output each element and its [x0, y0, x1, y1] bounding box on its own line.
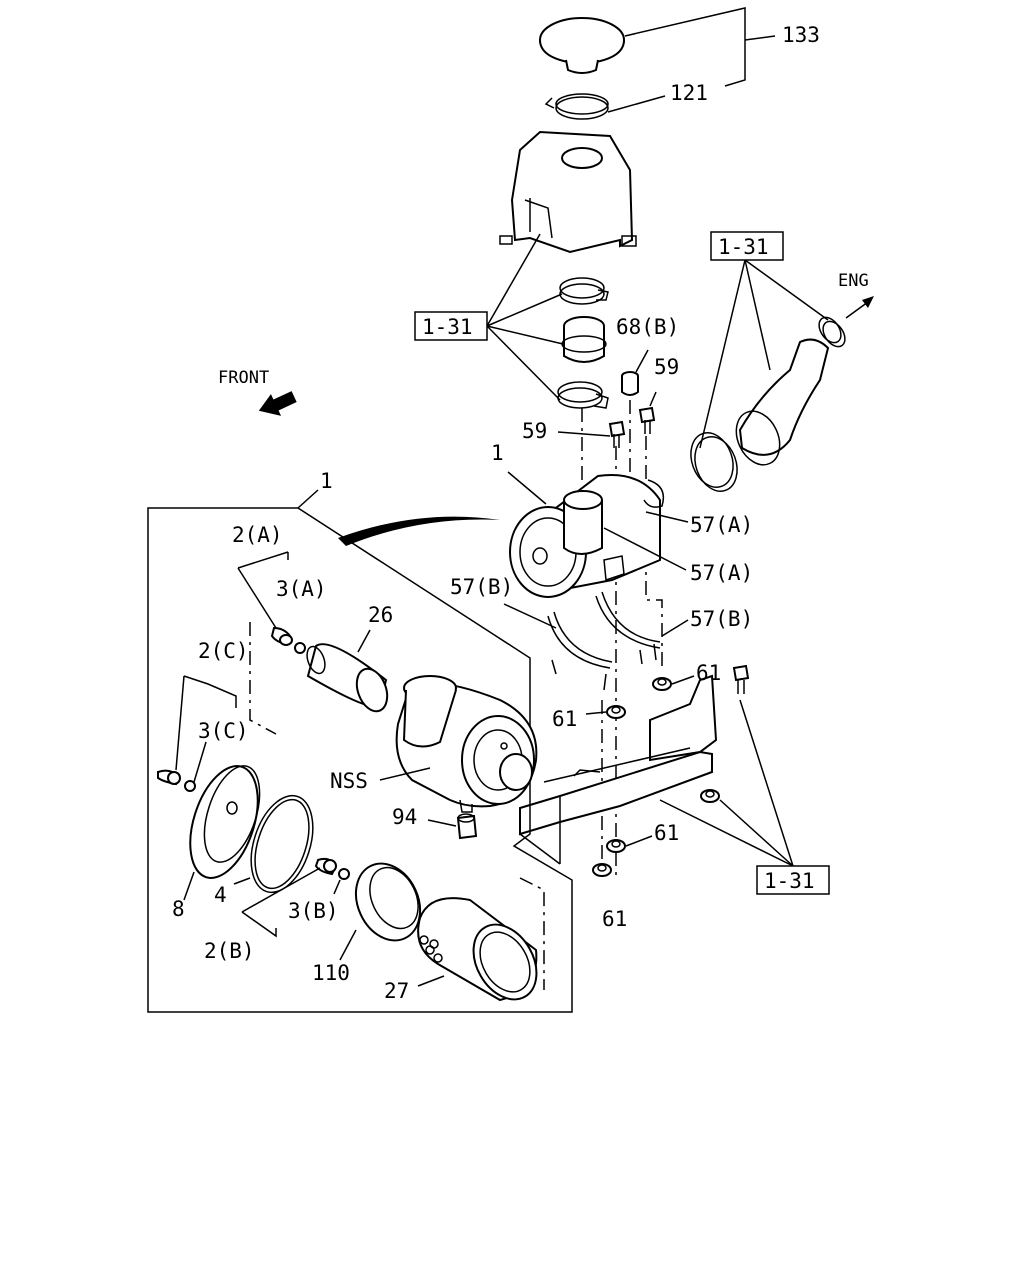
callout-8: 8 [172, 897, 185, 921]
eng-label: ENG [838, 271, 869, 291]
nut-61-b [606, 705, 626, 719]
callout-121: 121 [670, 81, 708, 105]
ring-110 [354, 862, 422, 942]
callout-61-bottom: 61 [602, 907, 627, 931]
intake-duct-housing [499, 130, 637, 254]
ref-label-right-top: 1-31 [718, 235, 769, 259]
nut-61-a [652, 677, 672, 691]
callout-133: 133 [782, 23, 820, 47]
rain-cap-part [539, 17, 625, 74]
callout-57b-left: 57(B) [450, 575, 513, 599]
callout-3c: 3(C) [198, 719, 249, 743]
callout-57a-lower: 57(A) [690, 561, 753, 585]
wing-nut-2c [157, 769, 181, 786]
ref-box-left [414, 311, 488, 341]
callout-1-upper: 1 [491, 441, 504, 465]
gasket-4 [250, 794, 314, 894]
band-57b-right [595, 591, 661, 665]
valve-94 [456, 813, 478, 840]
air-cleaner-assembly [509, 474, 665, 598]
exploded-view-frame [147, 507, 573, 1013]
bolt-right-bracket [732, 664, 750, 694]
air-cleaner-body-nss [395, 675, 538, 813]
callout-1-box: 1 [320, 469, 333, 493]
clamp-121-part [544, 93, 609, 120]
wing-nut-2a [270, 626, 293, 646]
cover-8 [189, 765, 261, 879]
callout-94: 94 [392, 805, 417, 829]
callout-59-left: 59 [522, 419, 547, 443]
callout-57a-upper: 57(A) [690, 513, 753, 537]
washer-3b [338, 868, 350, 880]
callout-26: 26 [368, 603, 393, 627]
bolt-59-right [638, 406, 656, 434]
callout-61-right: 61 [696, 661, 721, 685]
callout-2a: 2(A) [232, 523, 283, 547]
eng-clamp-large [690, 432, 738, 492]
callout-3a: 3(A) [276, 577, 327, 601]
callout-2b: 2(B) [204, 939, 255, 963]
eng-arrow-icon [845, 296, 874, 319]
callout-27: 27 [384, 979, 409, 1003]
callout-61-lower: 61 [654, 821, 679, 845]
mounting-bracket [519, 674, 718, 865]
cap-68b-part [621, 371, 639, 396]
callout-61-left: 61 [552, 707, 577, 731]
bolt-59-left [608, 420, 626, 448]
ref-label-right-bottom: 1-31 [764, 869, 815, 893]
callout-2c: 2(C) [198, 639, 249, 663]
nut-61-d [592, 863, 612, 877]
safety-element-26 [306, 643, 389, 713]
ref-box-right-top [710, 231, 784, 261]
nut-61-e [700, 789, 720, 803]
washer-3a [294, 642, 306, 654]
filter-element-27 [417, 897, 538, 1002]
hose-clamp-lower [557, 381, 609, 409]
wing-nut-2b [314, 857, 338, 876]
eng-duct-hose [735, 338, 830, 466]
band-57b-left [547, 611, 613, 691]
callout-4: 4 [214, 883, 227, 907]
nut-61-c [606, 839, 626, 853]
front-label: FRONT [218, 368, 269, 388]
callout-59-right: 59 [654, 355, 679, 379]
ref-label-left: 1-31 [422, 315, 473, 339]
callout-3b: 3(B) [288, 899, 339, 923]
hose-coupler [561, 316, 607, 363]
eng-clamp-small [818, 316, 846, 348]
washer-3c [184, 780, 196, 792]
callout-110: 110 [312, 961, 350, 985]
callout-57b-right: 57(B) [690, 607, 753, 631]
front-arrow-icon [258, 391, 297, 416]
hose-clamp-upper [559, 277, 609, 305]
callout-nss: NSS [330, 769, 368, 793]
callout-68b: 68(B) [616, 315, 679, 339]
